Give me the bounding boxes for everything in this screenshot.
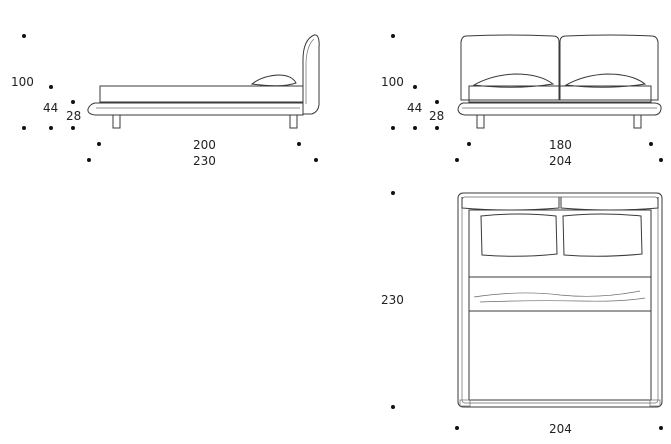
- dim-dot: [435, 126, 439, 130]
- side-height-base-label: 28: [66, 109, 81, 123]
- top-view: 230 204: [381, 191, 663, 436]
- side-bed-outline: [87, 34, 320, 129]
- front-width-mattress-label: 180: [549, 138, 572, 152]
- side-width-total-label: 230: [193, 154, 216, 168]
- dim-dot: [87, 158, 91, 162]
- top-length-label: 230: [381, 293, 404, 307]
- front-height-frame-label: 44: [407, 101, 422, 115]
- top-bed-outline: [457, 192, 663, 408]
- front-height-total-label: 100: [381, 75, 404, 89]
- dim-dot: [22, 126, 26, 130]
- side-height-total-label: 100: [11, 75, 34, 89]
- front-view: 100 44 28 180 204: [381, 34, 663, 168]
- dim-dot: [455, 158, 459, 162]
- dim-dot: [97, 142, 101, 146]
- dim-dot: [659, 426, 663, 430]
- dim-dot: [413, 126, 417, 130]
- dim-dot: [391, 405, 395, 409]
- dim-dot: [297, 142, 301, 146]
- dim-dot: [314, 158, 318, 162]
- top-width-label: 204: [549, 422, 572, 436]
- dim-dot: [649, 142, 653, 146]
- front-width-total-label: 204: [549, 154, 572, 168]
- side-width-mattress-label: 200: [193, 138, 216, 152]
- dim-dot: [71, 100, 75, 104]
- side-height-frame-label: 44: [43, 101, 58, 115]
- dim-dot: [391, 126, 395, 130]
- dim-dot: [22, 34, 26, 38]
- front-bed-outline: [457, 34, 662, 129]
- dim-dot: [49, 85, 53, 89]
- dim-dot: [455, 426, 459, 430]
- side-view: 100 44 28 200 230: [11, 34, 320, 168]
- front-height-base-label: 28: [429, 109, 444, 123]
- dim-dot: [435, 100, 439, 104]
- dim-dot: [49, 126, 53, 130]
- dim-dot: [71, 126, 75, 130]
- dim-dot: [391, 34, 395, 38]
- dim-dot: [391, 191, 395, 195]
- dim-dot: [659, 158, 663, 162]
- dim-dot: [467, 142, 471, 146]
- dim-dot: [413, 85, 417, 89]
